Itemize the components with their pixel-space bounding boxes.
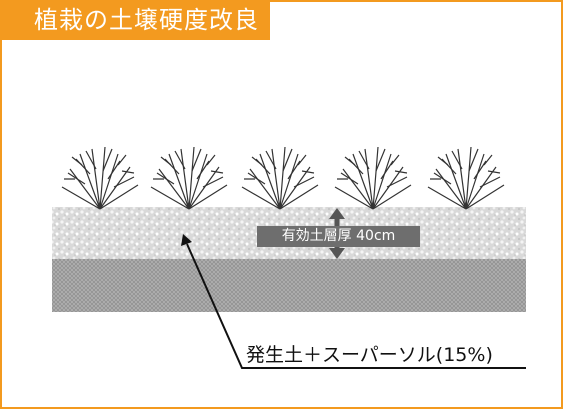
page-title: 植栽の土壌硬度改良 <box>0 0 270 40</box>
shrub-icon <box>241 146 319 210</box>
pointer-arrow <box>181 234 526 369</box>
shrub-icon <box>61 146 139 210</box>
material-caption: 発生土＋スーパーソル(15%) <box>246 344 493 366</box>
shrub-icon <box>150 146 228 210</box>
effective-layer-label: 有効土層厚 40cm <box>257 226 420 247</box>
shrub-icon <box>427 146 505 210</box>
shrub-icon <box>334 146 412 210</box>
lower-soil-layer <box>52 259 526 312</box>
